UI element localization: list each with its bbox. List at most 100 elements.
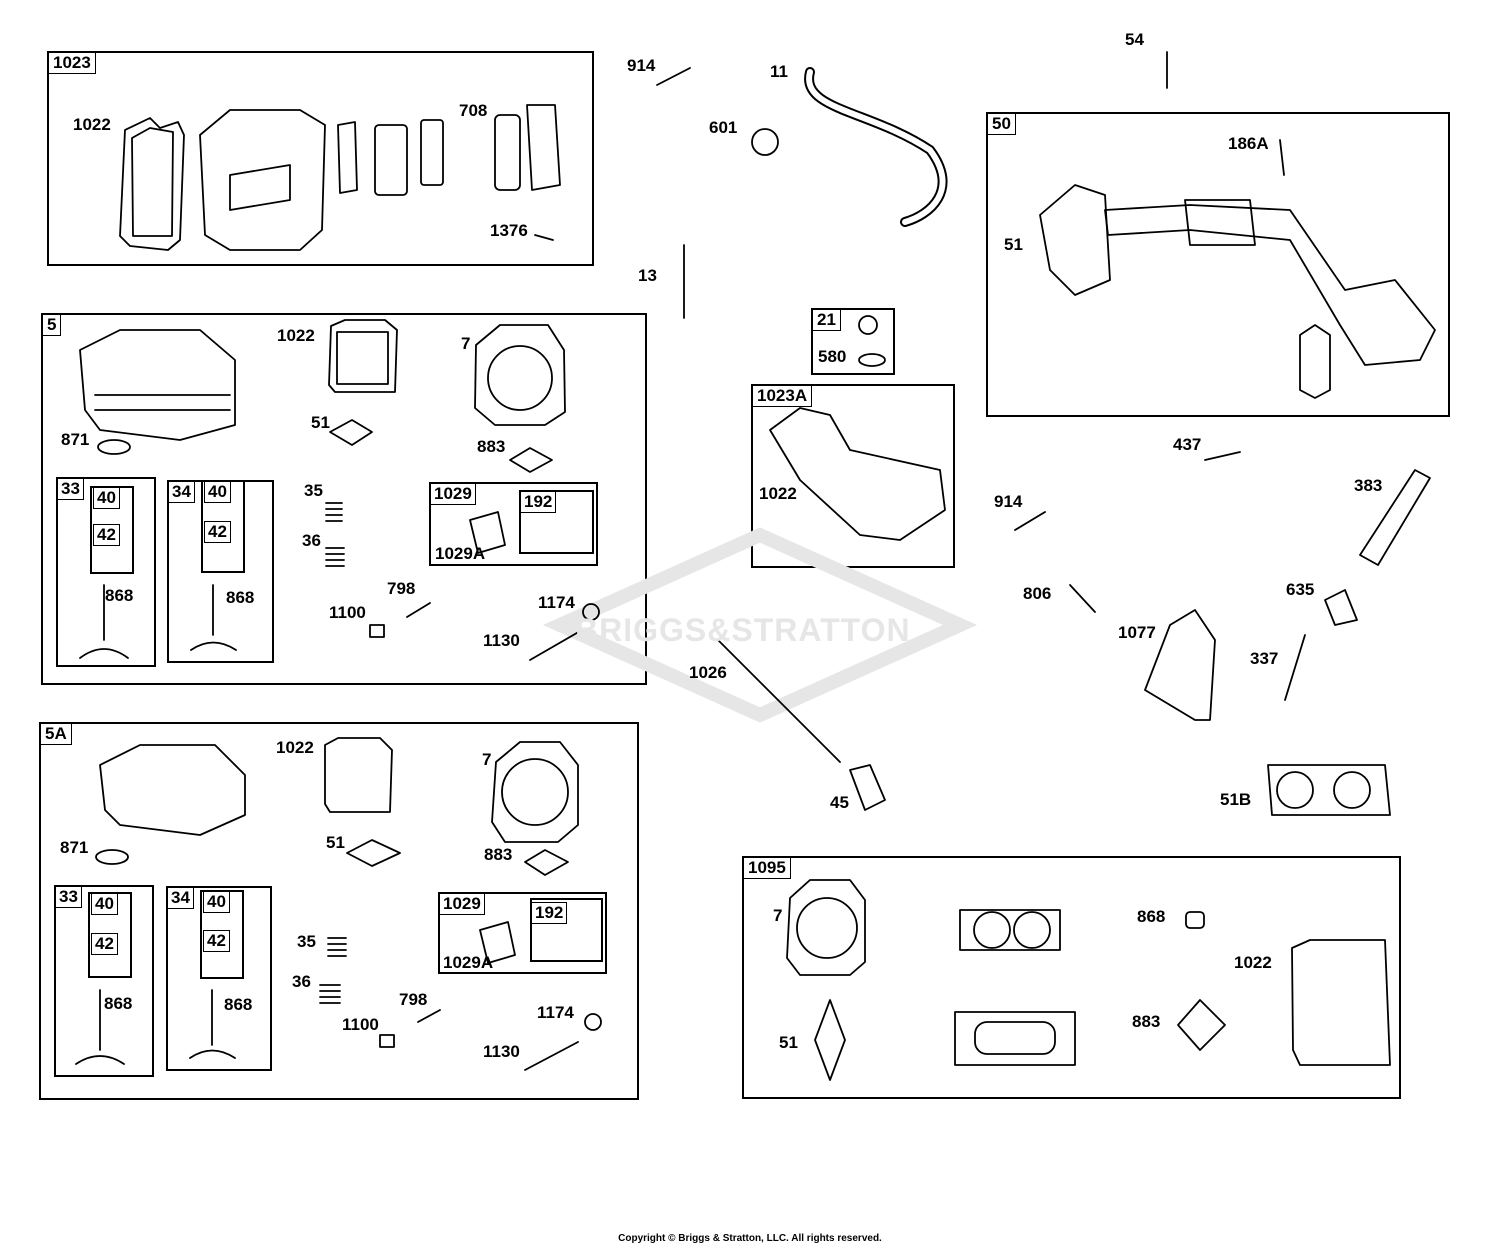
subgroup-tag-33: 33 (55, 886, 82, 908)
part-label-1100[interactable]: 1100 (329, 603, 366, 622)
subgroup-tag-1029: 1029 (430, 483, 476, 505)
group-tag-21: 21 (812, 309, 841, 331)
subgroup-tag-192: 192 (520, 491, 557, 513)
subgroup-tag-40: 40 (93, 487, 120, 509)
part-label-1077[interactable]: 1077 (1118, 623, 1156, 642)
group-tag-1023: 1023 (48, 52, 96, 74)
subgroup-tag-42: 42 (93, 524, 120, 546)
part-label-1174[interactable]: 1174 (537, 1003, 574, 1022)
group-tag-5: 5 (42, 314, 62, 336)
part-label-708[interactable]: 708 (459, 101, 488, 120)
part-label-54[interactable]: 54 (1125, 30, 1144, 49)
group-frame-1023 (47, 51, 594, 266)
part-label-1100[interactable]: 1100 (342, 1015, 379, 1034)
part-label-437[interactable]: 437 (1173, 435, 1202, 454)
ignition-coil-383-icon (1359, 469, 1431, 566)
part-label-45[interactable]: 45 (830, 793, 849, 812)
part-label-635[interactable]: 635 (1286, 580, 1315, 599)
part-label-798[interactable]: 798 (399, 990, 428, 1009)
group-frame-1095 (742, 856, 1401, 1099)
part-label-1026[interactable]: 1026 (689, 663, 727, 682)
subgroup-frame-33 (56, 477, 156, 667)
subgroup-tag-192: 192 (531, 902, 568, 924)
part-label-871[interactable]: 871 (61, 430, 90, 449)
part-label-1022[interactable]: 1022 (276, 738, 314, 757)
part-label-7[interactable]: 7 (482, 750, 492, 769)
subgroup-tag-34: 34 (167, 887, 194, 909)
part-label-914[interactable]: 914 (627, 56, 656, 75)
spark-plug-337-icon (1284, 634, 1306, 701)
subgroup-frame-1029 (429, 482, 598, 566)
part-label-883[interactable]: 883 (1132, 1012, 1161, 1031)
part-label-7[interactable]: 7 (461, 334, 471, 353)
part-label-13[interactable]: 13 (638, 266, 657, 285)
watermark-logo (542, 527, 978, 723)
part-label-883[interactable]: 883 (477, 437, 506, 456)
group-tag-50: 50 (987, 113, 1016, 135)
part-label-383[interactable]: 383 (1354, 476, 1383, 495)
part-label-35[interactable]: 35 (297, 932, 316, 951)
bracket-1077-icon (1144, 609, 1216, 721)
part-label-186a[interactable]: 186A (1228, 134, 1269, 153)
group-tag-1095: 1095 (743, 857, 791, 879)
subgroup-tag-42: 42 (91, 933, 118, 955)
part-label-1022[interactable]: 1022 (1234, 953, 1272, 972)
subgroup-tag-42: 42 (204, 521, 231, 543)
part-label-798[interactable]: 798 (387, 579, 416, 598)
group-tag-1023a: 1023A (752, 385, 813, 407)
part-label-868[interactable]: 868 (226, 588, 255, 607)
part-label-1130[interactable]: 1130 (483, 1042, 520, 1061)
part-label-806[interactable]: 806 (1023, 584, 1052, 603)
part-label-337[interactable]: 337 (1250, 649, 1279, 668)
watermark-text: BRIGGS&STRATTON (575, 612, 911, 648)
group-frame-50 (986, 112, 1450, 417)
part-label-868[interactable]: 868 (1137, 907, 1166, 926)
group-tag-5a: 5A (40, 723, 72, 745)
part-label-580[interactable]: 580 (818, 347, 847, 366)
group-frame-1023a (751, 384, 955, 568)
part-label-1029a[interactable]: 1029A (443, 953, 494, 972)
part-label-868[interactable]: 868 (104, 994, 133, 1013)
bolt-914-icon (656, 67, 691, 86)
clamp-601-icon (751, 128, 779, 156)
part-label-871[interactable]: 871 (60, 838, 89, 857)
part-label-11[interactable]: 11 (770, 62, 788, 81)
cylinder-head-icon (79, 329, 236, 441)
subgroup-tag-40: 40 (91, 893, 118, 915)
part-label-51[interactable]: 51 (779, 1033, 798, 1052)
valve-cover-icon (199, 109, 326, 251)
part-label-1376[interactable]: 1376 (490, 221, 528, 240)
part-label-883[interactable]: 883 (484, 845, 513, 864)
part-label-51[interactable]: 51 (311, 413, 330, 432)
part-label-1022[interactable]: 1022 (73, 115, 111, 134)
gasket-1022-icon (119, 117, 185, 251)
part-label-7[interactable]: 7 (773, 906, 783, 925)
part-label-868[interactable]: 868 (105, 586, 134, 605)
copyright-notice: Copyright © Briggs & Stratton, LLC. All … (618, 1233, 882, 1244)
part-label-868[interactable]: 868 (224, 995, 253, 1014)
part-label-51b[interactable]: 51B (1220, 790, 1252, 809)
part-label-601[interactable]: 601 (709, 118, 738, 137)
subgroup-tag-1029: 1029 (439, 893, 485, 915)
group-frame-5a (39, 722, 639, 1100)
part-label-35[interactable]: 35 (304, 481, 323, 500)
part-label-1022[interactable]: 1022 (277, 326, 315, 345)
subgroup-frame-33b (54, 885, 154, 1077)
subgroup-tag-42: 42 (203, 930, 230, 952)
gasket-51b-icon (1267, 764, 1391, 816)
subgroup-frame-1029b (438, 892, 607, 974)
subgroup-tag-40: 40 (203, 891, 230, 913)
part-label-1022[interactable]: 1022 (759, 484, 797, 503)
part-label-1029a[interactable]: 1029A (435, 544, 486, 563)
subgroup-frame-34b (166, 886, 272, 1071)
part-label-36[interactable]: 36 (292, 972, 311, 991)
part-label-36[interactable]: 36 (302, 531, 321, 550)
part-label-914[interactable]: 914 (994, 492, 1023, 511)
part-label-1174[interactable]: 1174 (538, 593, 575, 612)
intake-manifold-icon (1039, 184, 1111, 296)
valve-icon (79, 584, 129, 659)
part-label-51[interactable]: 51 (1004, 235, 1023, 254)
part-label-51[interactable]: 51 (326, 833, 345, 852)
part-label-1130[interactable]: 1130 (483, 631, 520, 650)
